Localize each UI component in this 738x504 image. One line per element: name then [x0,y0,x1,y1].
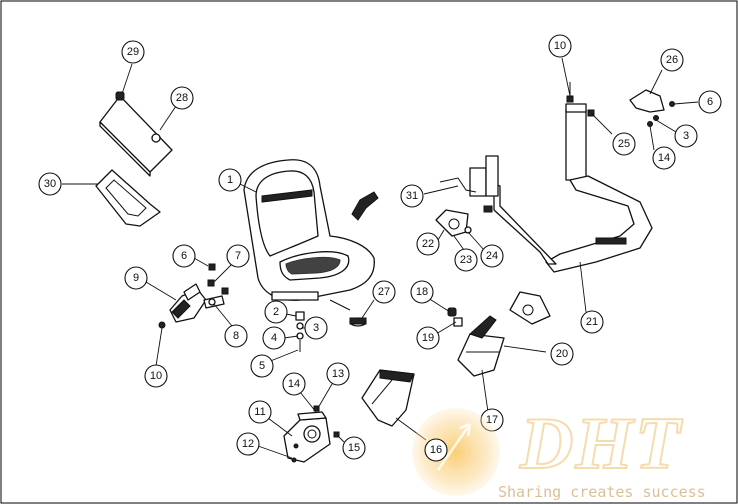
callout-8: 8 [224,324,248,348]
callout-19: 19 [416,326,440,350]
callout-3: 3 [304,316,328,340]
callout-10: 10 [144,364,168,388]
watermark-glow [412,408,500,496]
callout-31: 31 [400,184,424,208]
cover-part [457,315,505,377]
callout-13: 13 [326,362,350,386]
watermark-logo-text: DHT [519,403,683,485]
seat-part [243,159,375,311]
callout-4: 4 [262,326,286,350]
callout-5: 5 [250,354,274,378]
callout-10-upper: 10 [548,34,572,58]
svg-text:11: 11 [254,406,265,418]
svg-text:28: 28 [176,92,188,104]
mount-bracket-part [509,291,551,325]
callout-20: 20 [550,342,574,366]
lower-bracket-part [283,405,340,463]
callout-6-upper: 6 [698,90,722,114]
svg-text:2: 2 [273,306,279,318]
fastener-part [447,307,463,327]
callout-1: 1 [218,168,242,192]
callout-27: 27 [372,280,396,304]
bolt-stack-part [295,311,305,352]
svg-text:3: 3 [683,130,689,142]
svg-text:7: 7 [235,250,241,262]
callout-22: 22 [416,232,440,256]
callout-12: 12 [236,432,260,456]
callout-26: 26 [660,48,684,72]
callout-2: 2 [264,300,288,324]
svg-text:9: 9 [133,272,139,284]
svg-text:30: 30 [44,178,56,190]
watermark: DHT Sharing creates success [412,402,706,501]
callout-14-upper: 14 [652,146,676,170]
upper-hardware-part [566,82,675,127]
bracket-cluster-part [435,209,472,237]
svg-text:23: 23 [460,254,472,266]
svg-text:1: 1 [227,174,233,186]
callout-28: 28 [170,86,194,110]
seat-adjust-knob-part [351,191,379,221]
svg-text:31: 31 [406,190,418,202]
svg-text:26: 26 [666,54,678,66]
callout-25: 25 [612,132,636,156]
svg-text:10: 10 [150,370,162,382]
watermark-arrow-icon [436,422,472,471]
svg-text:24: 24 [486,250,498,262]
callout-23: 23 [454,248,478,272]
svg-text:16: 16 [430,444,442,456]
svg-text:8: 8 [233,330,239,342]
callout-18: 18 [410,280,434,304]
svg-text:14: 14 [288,378,300,390]
callout-24: 24 [480,244,504,268]
callout-11: 11 [248,400,272,424]
svg-text:20: 20 [556,348,568,360]
svg-text:18: 18 [416,286,428,298]
svg-text:19: 19 [422,332,434,344]
wire-harness-part [439,155,499,213]
svg-text:6: 6 [707,96,713,108]
svg-text:27: 27 [378,286,390,298]
watermark-slogan: Sharing creates success [498,483,706,501]
callout-3-upper: 3 [674,124,698,148]
svg-text:6: 6 [181,250,187,262]
leader-lines [62,57,699,459]
svg-text:3: 3 [313,322,319,334]
callout-6: 6 [172,244,196,268]
svg-text:29: 29 [127,46,139,58]
svg-text:12: 12 [242,438,254,450]
svg-text:13: 13 [332,368,344,380]
callout-14: 14 [282,372,306,396]
callout-21: 21 [580,310,604,334]
svg-text:10: 10 [554,40,566,52]
callout-30: 30 [38,172,62,196]
svg-text:5: 5 [259,360,265,372]
frame-part [493,103,653,273]
svg-text:14: 14 [658,152,670,164]
callout-29: 29 [121,40,145,64]
seat-switch-bracket-part [158,263,229,329]
callout-7: 7 [226,244,250,268]
svg-text:25: 25 [618,138,630,150]
bumper-part [349,317,367,327]
gasket-part [95,169,161,227]
svg-text:22: 22 [422,238,434,250]
svg-text:21: 21 [586,316,598,328]
svg-text:4: 4 [271,332,277,344]
callout-15: 15 [342,436,366,460]
callout-16: 16 [424,438,448,462]
access-plate-part [99,91,173,177]
callout-9: 9 [124,266,148,290]
svg-text:15: 15 [348,442,360,454]
side-shield-part [361,369,415,427]
